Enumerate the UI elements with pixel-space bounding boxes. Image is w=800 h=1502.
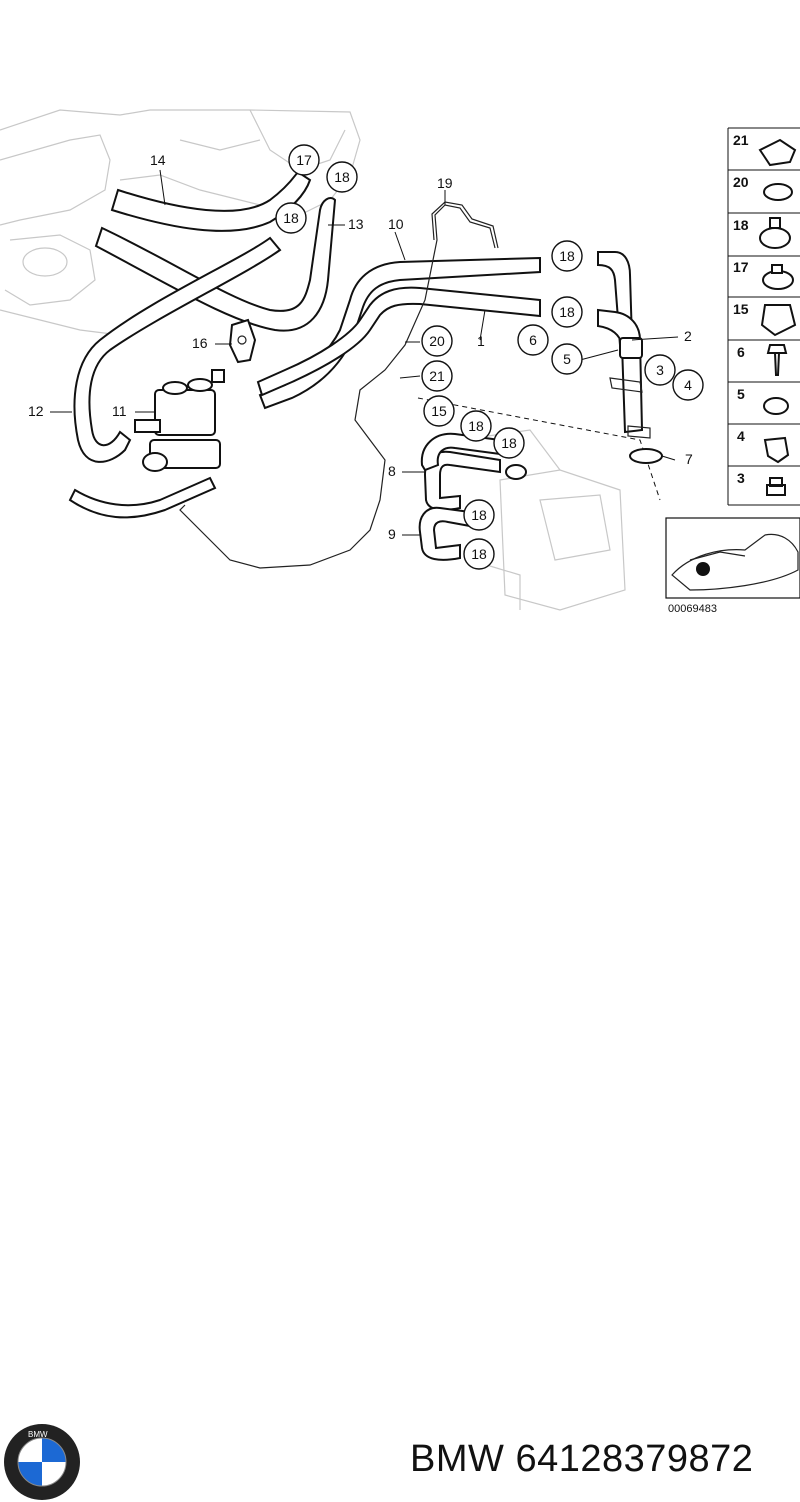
hose-14 [110,170,312,232]
gasket-7 [629,448,663,464]
callout-17: 17 [288,144,320,176]
parts-diagram: 14 13 10 19 1 2 7 12 11 16 8 9 17 18 18 … [0,109,800,615]
callout-11: 11 [112,403,127,419]
legend-label-18: 18 [733,217,749,233]
callout-18-f: 18 [493,427,525,459]
callout-2: 2 [684,328,692,344]
part-number: 64128379872 [515,1438,754,1480]
callout-5: 5 [551,343,583,375]
pipe-2 [597,251,651,439]
callout-20: 20 [421,325,453,357]
hose-12 [73,236,282,463]
svg-text:18: 18 [334,169,350,185]
callout-12: 12 [28,403,44,419]
heater-valve-11 [134,369,225,472]
callout-1: 1 [477,333,485,349]
legend-label-20: 20 [733,174,749,190]
hose-lower-left [68,476,217,519]
parts-legend: 21 20 18 17 15 6 5 4 3 [727,127,800,506]
svg-text:18: 18 [471,546,487,562]
legend-label-21: 21 [733,132,749,148]
svg-text:6: 6 [529,332,537,348]
callout-21: 21 [421,360,453,392]
callout-7: 7 [685,451,693,467]
product-title: BMW 64128379872 [410,1438,753,1481]
callout-4: 4 [672,369,704,401]
callout-18-a: 18 [326,161,358,193]
svg-text:3: 3 [656,362,664,378]
nut-4-icon [763,436,790,464]
callout-8: 8 [388,463,396,479]
clamp-18-icon [759,227,791,249]
svg-text:18: 18 [283,210,299,226]
svg-text:18: 18 [559,304,575,320]
svg-text:15: 15 [431,403,447,419]
footer: BMW BMW 64128379872 [0,700,800,1500]
svg-text:17: 17 [296,152,312,168]
clip-16 [228,318,257,364]
grommet-5-icon [763,397,789,415]
hose-8b [420,432,501,472]
callout-18-h: 18 [463,538,495,570]
callout-16: 16 [192,335,208,351]
callout-18-g: 18 [463,499,495,531]
callout-13: 13 [348,216,364,232]
hose-10 [258,256,541,410]
hose-1 [256,286,541,397]
callout-3: 3 [644,354,676,386]
svg-text:18: 18 [468,418,484,434]
callout-18-e: 18 [460,410,492,442]
hose-9 [418,506,471,561]
screw-6-icon [766,344,788,376]
battery-tray-background [459,429,626,611]
legend-label-6: 6 [737,344,745,360]
callout-15: 15 [423,395,455,427]
hose-13 [94,197,337,332]
vehicle-location-inset: 00069483 [665,517,800,615]
legend-label-3: 3 [737,470,745,486]
callout-14: 14 [150,152,166,168]
brand-name: BMW [410,1438,505,1480]
svg-text:21: 21 [429,368,445,384]
svg-text:18: 18 [501,435,517,451]
hose-19 [179,204,496,569]
legend-label-17: 17 [733,259,749,275]
callout-6: 6 [517,324,549,356]
svg-text:18: 18 [559,248,575,264]
svg-text:4: 4 [684,377,692,393]
clip-21-icon [758,138,797,167]
svg-text:18: 18 [471,507,487,523]
inset-code: 00069483 [668,603,717,615]
callout-18-b: 18 [275,202,307,234]
leader-lines [50,169,679,536]
svg-text:BMW: BMW [28,1430,48,1439]
legend-label-4: 4 [737,428,745,444]
clamp-20-icon [763,183,793,201]
legend-label-15: 15 [733,301,749,317]
svg-text:20: 20 [429,333,445,349]
svg-text:5: 5 [563,351,571,367]
callout-19: 19 [437,175,453,191]
clip-15-icon [760,304,797,337]
callout-9: 9 [388,526,396,542]
callout-18-d: 18 [551,296,583,328]
callout-10: 10 [388,216,404,232]
plug-3-icon [766,477,786,496]
bmw-logo: BMW [4,1424,80,1500]
legend-label-5: 5 [737,386,745,402]
callout-18-c: 18 [551,240,583,272]
